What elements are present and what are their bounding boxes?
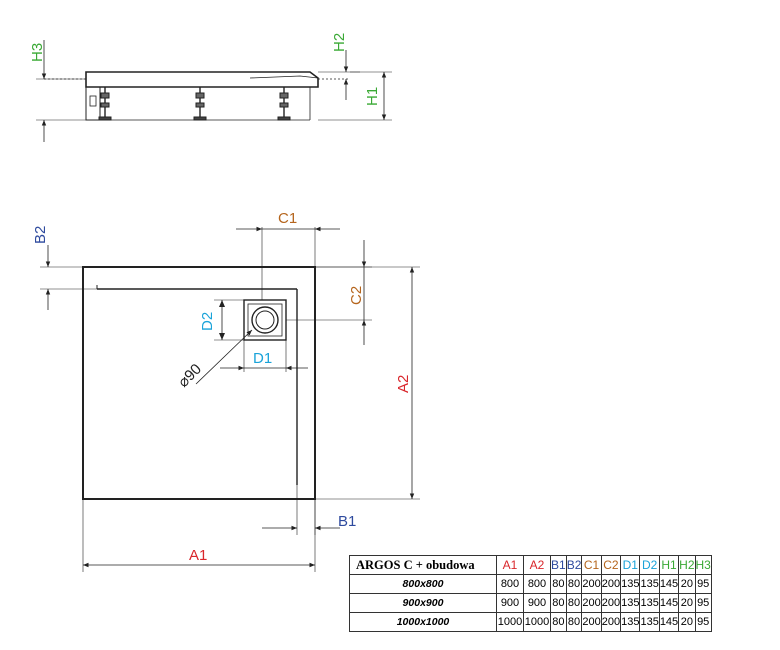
header-c1: C1 xyxy=(581,555,602,575)
cell: 135 xyxy=(639,574,660,594)
header-c2: C2 xyxy=(600,555,622,575)
cell: 200 xyxy=(581,612,602,632)
top-view xyxy=(40,226,420,572)
cell: 135 xyxy=(620,612,641,632)
cell: 200 xyxy=(600,612,622,632)
cell: 135 xyxy=(620,574,641,594)
table-header-row: ARGOS C + obudowa A1 A2 B1 B2 C1 C2 D1 D… xyxy=(349,555,712,575)
header-a2: A2 xyxy=(523,555,551,575)
cell: 95 xyxy=(694,612,712,632)
cell: 1000 xyxy=(496,612,524,632)
support-leg-1 xyxy=(98,87,112,121)
cell: 1000 xyxy=(523,612,551,632)
header-h3: H3 xyxy=(694,555,712,575)
cell: 80 xyxy=(550,593,567,613)
cell: 800 xyxy=(523,574,551,594)
cell: 135 xyxy=(620,593,641,613)
cell: 800 xyxy=(496,574,524,594)
cell: 200 xyxy=(600,574,622,594)
header-h2: H2 xyxy=(678,555,696,575)
model-name: ARGOS C + obudowa xyxy=(349,555,497,575)
cell: 95 xyxy=(694,574,712,594)
cell: 900 xyxy=(496,593,524,613)
side-view xyxy=(36,40,392,142)
label-c1: C1 xyxy=(278,210,297,227)
support-leg-2 xyxy=(193,87,207,121)
cell: 20 xyxy=(678,612,696,632)
cell: 200 xyxy=(600,593,622,613)
cell: 95 xyxy=(694,593,712,613)
table-row: 900x900 900 900 80 80 200 200 135 135 14… xyxy=(349,593,712,613)
dimension-table: ARGOS C + obudowa A1 A2 B1 B2 C1 C2 D1 D… xyxy=(349,555,712,632)
cell: 80 xyxy=(550,612,567,632)
table-row: 1000x1000 1000 1000 80 80 200 200 135 13… xyxy=(349,612,712,632)
label-b2: B2 xyxy=(32,226,49,244)
header-b2: B2 xyxy=(565,555,583,575)
cell: 80 xyxy=(550,574,567,594)
cell: 145 xyxy=(658,612,680,632)
table-row: 800x800 800 800 80 80 200 200 135 135 14… xyxy=(349,574,712,594)
label-diameter: ⌀90 xyxy=(175,361,205,391)
row-size: 900x900 xyxy=(349,593,497,613)
label-d2: D2 xyxy=(199,312,216,331)
label-b1: B1 xyxy=(338,513,356,530)
row-size: 1000x1000 xyxy=(349,612,497,632)
label-h1: H1 xyxy=(364,87,381,106)
cell: 900 xyxy=(523,593,551,613)
support-leg-3 xyxy=(277,87,291,121)
label-d1: D1 xyxy=(253,350,272,367)
cell: 145 xyxy=(658,574,680,594)
label-a1: A1 xyxy=(189,547,207,564)
cell: 145 xyxy=(658,593,680,613)
label-h3: H3 xyxy=(29,43,46,62)
cell: 80 xyxy=(565,593,583,613)
header-b1: B1 xyxy=(550,555,567,575)
cell: 80 xyxy=(565,612,583,632)
row-size: 800x800 xyxy=(349,574,497,594)
cell: 20 xyxy=(678,574,696,594)
header-d1: D1 xyxy=(620,555,641,575)
cell: 20 xyxy=(678,593,696,613)
drain xyxy=(243,299,287,341)
label-h2: H2 xyxy=(331,33,348,52)
header-h1: H1 xyxy=(658,555,680,575)
tray-outline xyxy=(82,266,316,500)
header-d2: D2 xyxy=(639,555,660,575)
cell: 200 xyxy=(581,593,602,613)
header-a1: A1 xyxy=(496,555,524,575)
label-a2: A2 xyxy=(395,375,412,393)
tray-profile xyxy=(85,71,319,88)
cell: 200 xyxy=(581,574,602,594)
label-c2: C2 xyxy=(348,286,365,305)
cell: 135 xyxy=(639,593,660,613)
cell: 135 xyxy=(639,612,660,632)
cell: 80 xyxy=(565,574,583,594)
